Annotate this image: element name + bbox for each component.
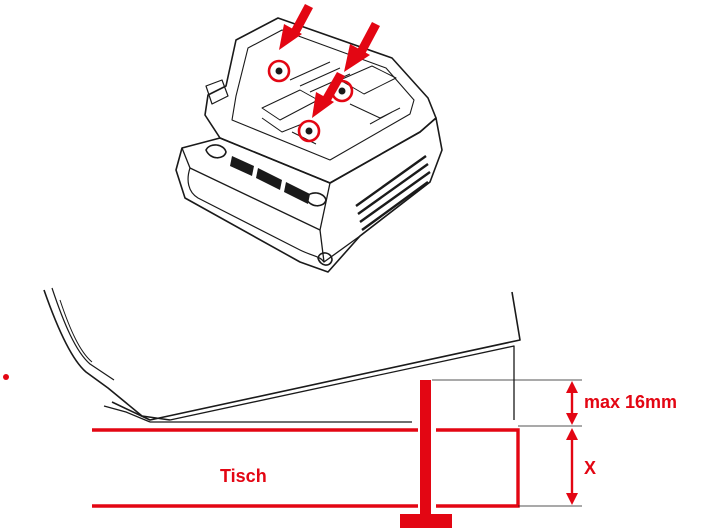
housing-top-edge bbox=[181, 147, 331, 231]
screw-side bbox=[400, 380, 452, 528]
foot-left bbox=[205, 144, 227, 159]
housing-side bbox=[319, 181, 431, 263]
double-arrow-icon bbox=[566, 381, 578, 425]
vent-slots-front bbox=[230, 156, 310, 204]
housing-front-profile-2 bbox=[59, 299, 93, 363]
down-arrow-icon bbox=[344, 22, 380, 72]
bottom-plate bbox=[111, 291, 521, 421]
foot-right bbox=[305, 192, 327, 207]
dimension-leaders bbox=[432, 379, 582, 507]
base-plate-inner bbox=[231, 29, 415, 161]
down-arrow-icon bbox=[279, 4, 313, 50]
marker-dot bbox=[3, 374, 9, 380]
down-arrow-icon bbox=[312, 72, 345, 118]
screw-head bbox=[400, 514, 452, 528]
foot-front bbox=[317, 252, 333, 266]
screw-circle-icon bbox=[267, 59, 291, 83]
dimension-arrows bbox=[566, 381, 578, 505]
printer-base-view bbox=[175, 17, 443, 273]
screw-arrows bbox=[279, 4, 380, 118]
table-right-edge bbox=[436, 428, 520, 508]
vent-slots-side bbox=[355, 155, 431, 231]
foot-lip bbox=[103, 405, 151, 423]
housing-front-profile bbox=[43, 289, 171, 421]
housing-front-profile-inner bbox=[51, 287, 115, 381]
housing-rounded bbox=[187, 167, 325, 263]
label-table: Tisch bbox=[220, 466, 267, 486]
bottom-plate-lower bbox=[169, 345, 515, 421]
printer-side-section bbox=[43, 287, 521, 423]
label-max-depth: max 16mm bbox=[584, 392, 677, 412]
screw-shaft bbox=[420, 380, 431, 516]
label-thickness: X bbox=[584, 458, 596, 478]
screw-markers bbox=[267, 59, 354, 143]
screw-circle-icon bbox=[297, 119, 321, 143]
table-section bbox=[92, 428, 520, 508]
double-arrow-icon bbox=[566, 428, 578, 505]
mounting-ear bbox=[205, 79, 229, 105]
